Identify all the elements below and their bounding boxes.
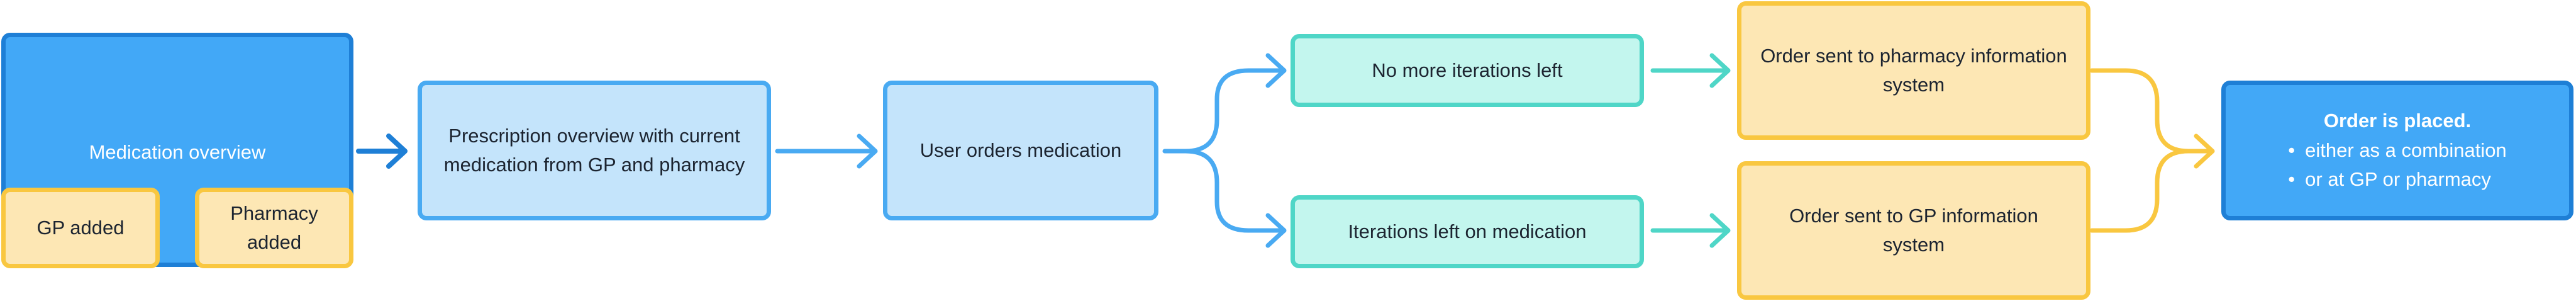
gp-added-label: GP added [36,216,125,239]
arrow-prescription-to-orders [775,133,878,169]
arrow-pharmacy-to-order-placed [2089,68,2214,154]
user-orders-node: User orders medication [883,81,1158,220]
prescription-overview-node: Prescription overview with current medic… [418,81,771,220]
list-item: either as a combination [2288,136,2507,166]
arrow-gp-to-order-placed [2089,133,2215,233]
medication-overview-label: Medication overview [89,141,266,163]
prescription-overview-label: Prescription overview with current medic… [443,124,745,176]
iterations-left-label: Iterations left on medication [1348,220,1587,242]
pharmacy-added-node: Pharmacy added [195,188,353,268]
list-item: or at GP or pharmacy [2288,165,2506,195]
arrow-orders-to-iterations-left [1183,149,1287,248]
order-gp-node: Order sent to GP information system [1737,161,2090,300]
order-placed-list: either as a combination or at GP or phar… [2288,136,2507,195]
no-iterations-label: No more iterations left [1372,59,1563,81]
order-placed-title: Order is placed. [2323,110,2472,132]
arrow-iterations-left-to-gp [1650,213,1731,248]
order-pharmacy-node: Order sent to pharmacy information syste… [1737,1,2090,140]
iterations-left-node: Iterations left on medication [1291,195,1644,268]
arrow-overview-to-prescription [356,133,408,169]
gp-added-node: GP added [1,188,160,268]
order-gp-label: Order sent to GP information system [1789,204,2038,256]
order-placed-node: Order is placed. either as a combination… [2221,81,2573,220]
no-iterations-node: No more iterations left [1291,34,1644,107]
pharmacy-added-label: Pharmacy added [230,202,318,254]
user-orders-label: User orders medication [919,139,1122,161]
order-pharmacy-label: Order sent to pharmacy information syste… [1760,44,2067,96]
arrow-no-iterations-to-pharmacy [1650,53,1731,88]
arrow-orders-to-no-iterations [1162,53,1287,154]
